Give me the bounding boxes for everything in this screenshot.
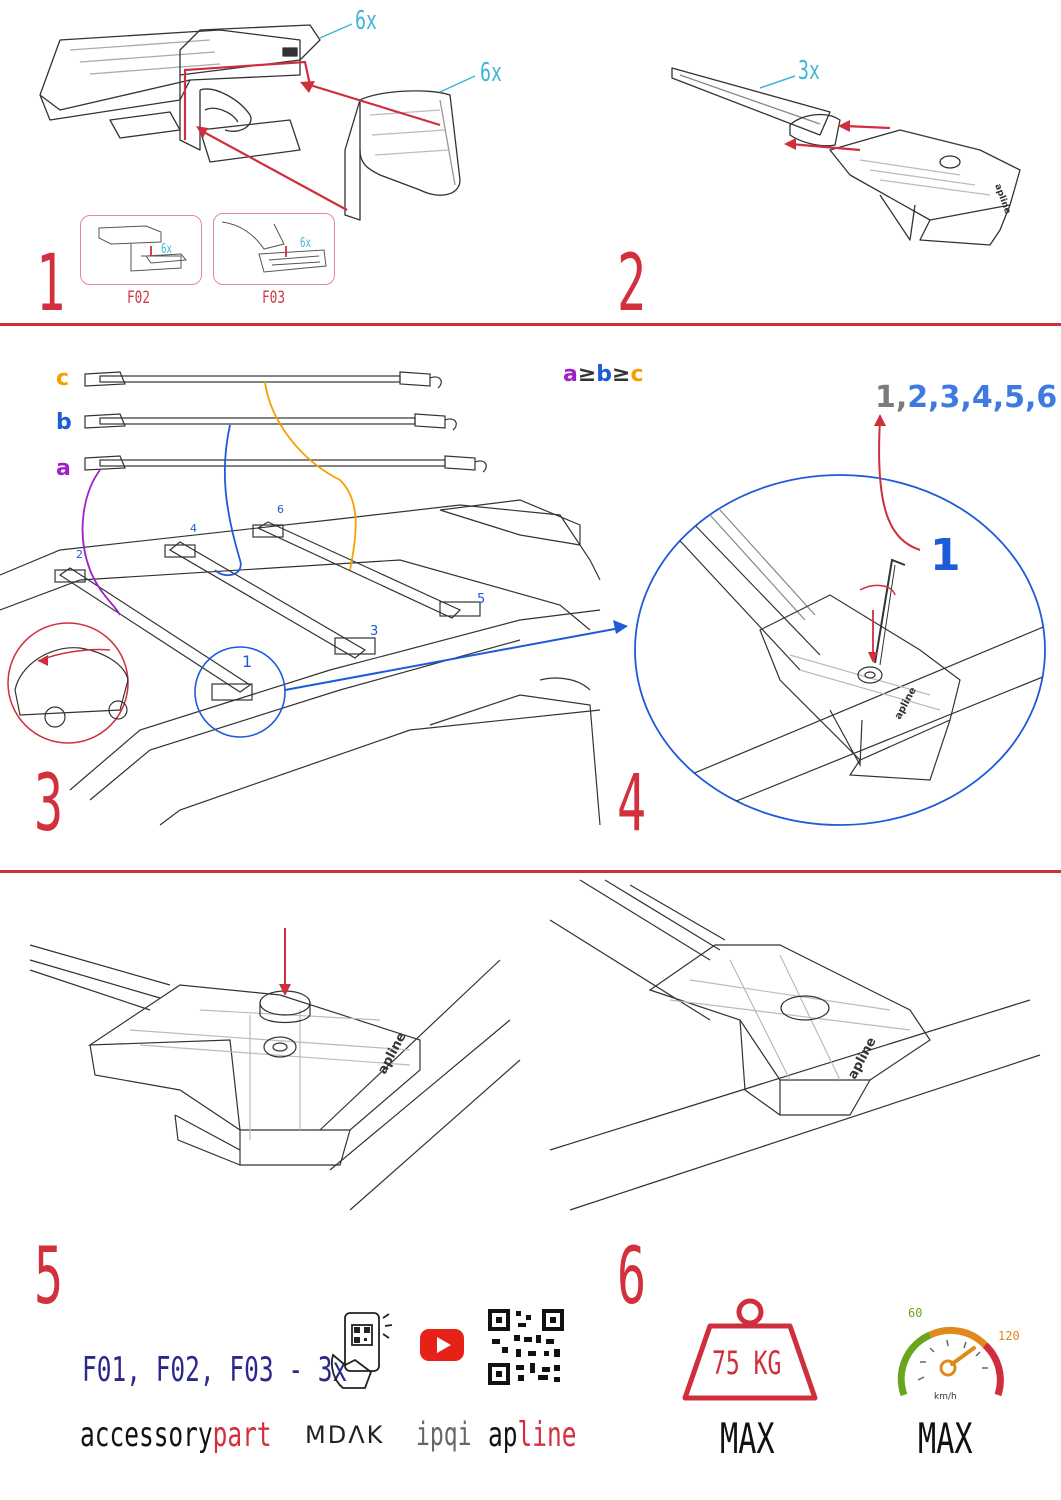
brand-mdak: MDΛK (305, 1421, 385, 1449)
brand-line: line (517, 1415, 577, 1455)
weight-icon (682, 1298, 818, 1401)
brand-ap: ap (488, 1415, 518, 1455)
inset-f02-label: F02 (127, 288, 151, 308)
step-2-logo: apline (992, 183, 1012, 216)
speed-max: 120 (998, 1329, 1020, 1343)
step-4-callout: 1 (930, 530, 961, 581)
step-2-number: 2 (617, 239, 647, 329)
divider-middle (0, 870, 1061, 873)
weight-max-label: MAX (720, 1414, 775, 1463)
order-ge-2: ≥ (612, 362, 631, 387)
speed-max-label: MAX (918, 1414, 973, 1463)
brand-apline: apline (488, 1418, 576, 1452)
step-1-cover-quantity: 6x (480, 58, 502, 88)
divider-top (0, 323, 1061, 326)
position-3: 3 (370, 624, 379, 639)
brand-ipqi: ipqi (416, 1415, 472, 1453)
order-ge-1: ≥ (577, 362, 597, 387)
order-b: b (596, 362, 613, 387)
step-3-number: 3 (34, 759, 64, 849)
position-1: 1 (242, 652, 253, 671)
speed-unit: km/h (934, 1392, 957, 1402)
brand-accessory: accessory (80, 1415, 213, 1455)
position-5: 5 (477, 592, 486, 607)
step-4-illustration: apline (634, 414, 1046, 826)
bar-label-c: c (56, 366, 70, 391)
bar-order-rule: a≥b≥c (563, 362, 644, 387)
bar-label-a: a (56, 456, 71, 481)
inset-f02-illustration (98, 225, 187, 272)
inset-f03-quantity: 6x (300, 236, 311, 251)
brand-accessorypart: accessorypart (80, 1418, 272, 1452)
position-4: 4 (190, 522, 197, 535)
order-a: a (563, 362, 578, 387)
youtube-icon[interactable] (420, 1329, 464, 1361)
phone-scan-icon (330, 1312, 393, 1389)
position-6: 6 (277, 503, 284, 516)
inset-f03: 6x (213, 213, 335, 285)
sequence-rest: 2,3,4,5,6 (907, 380, 1058, 415)
step-1-number: 1 (36, 239, 66, 329)
step-6-number: 6 (617, 1232, 647, 1322)
sequence-first: 1, (875, 380, 908, 415)
step-3-illustration (0, 371, 628, 826)
inset-f02: 6x (80, 215, 202, 285)
step-5-logo: apline (375, 1030, 409, 1077)
step-5-number: 5 (34, 1232, 64, 1322)
weight-value: 75 KG (712, 1344, 782, 1382)
order-c: c (630, 362, 644, 387)
step-1-top-quantity: 6x (355, 6, 377, 36)
brand-part: part (212, 1415, 272, 1455)
step-1-illustration (39, 23, 476, 221)
speedometer-icon (897, 1326, 1004, 1397)
step-6-illustration: apline (549, 879, 1041, 1211)
step-2-quantity: 3x (798, 56, 820, 86)
step-6-logo: apline (845, 1035, 879, 1082)
position-2: 2 (76, 548, 83, 561)
speed-min: 60 (908, 1306, 923, 1320)
fittings-quantity: F01, F02, F03 - 3x (82, 1350, 348, 1390)
step-5-illustration: apline (29, 928, 521, 1211)
tightening-sequence: 1,2,3,4,5,6 (875, 380, 1057, 415)
step-4-number: 4 (617, 759, 647, 849)
qr-code-icon[interactable] (488, 1309, 564, 1385)
inset-f02-quantity: 6x (161, 242, 172, 257)
bar-label-b: b (56, 410, 72, 435)
inset-f03-label: F03 (262, 288, 286, 308)
step-2-illustration: apline (671, 67, 1021, 246)
inset-f03-illustration (221, 221, 327, 273)
